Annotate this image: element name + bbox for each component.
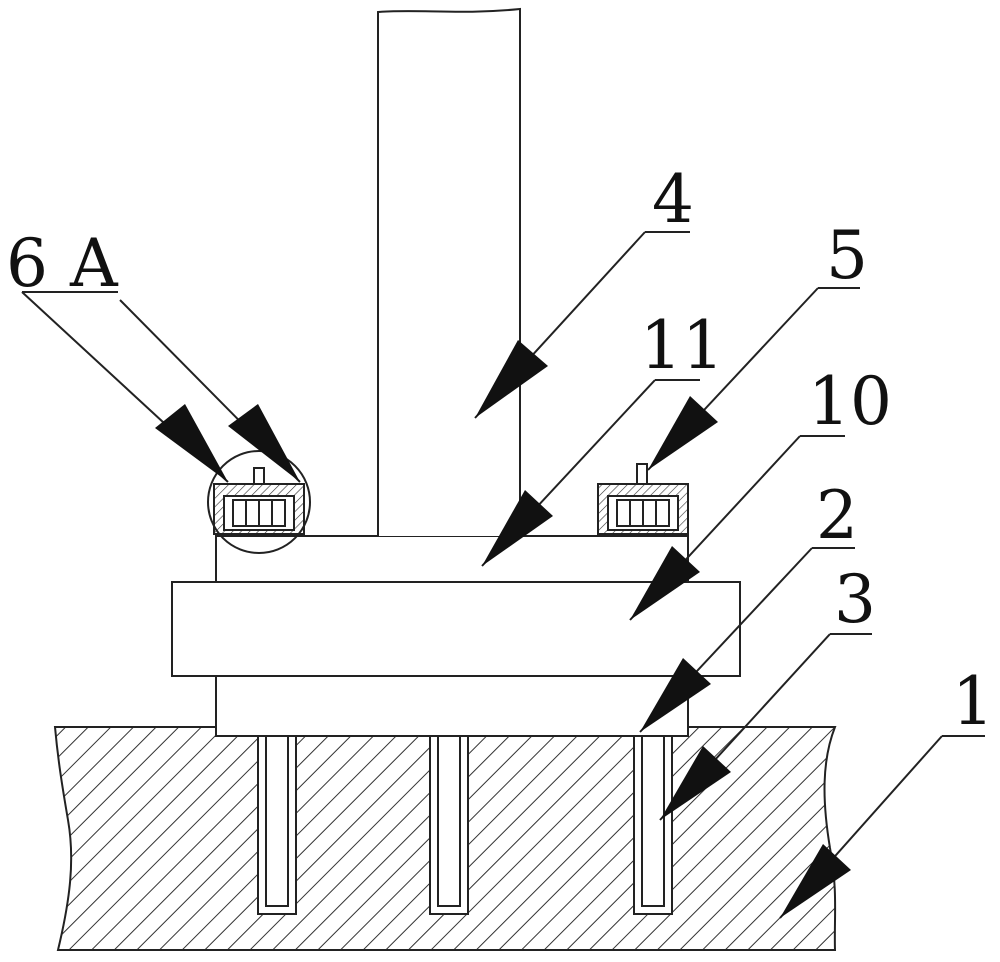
label-4: 4 xyxy=(652,161,694,238)
arrowhead-4 xyxy=(475,340,548,418)
arrowheads xyxy=(155,340,851,918)
label-6: 6 xyxy=(6,225,48,302)
label-3: 3 xyxy=(834,561,876,638)
label-5: 5 xyxy=(826,217,868,294)
label-1: 1 xyxy=(952,663,994,740)
label-a: A xyxy=(69,225,119,302)
arrowhead-3 xyxy=(660,746,731,820)
detail-circle-a xyxy=(207,450,311,554)
base-plate xyxy=(215,675,689,737)
upper-block xyxy=(215,535,689,583)
arrowhead-5 xyxy=(648,396,718,470)
label-11: 11 xyxy=(640,307,724,384)
arrowhead-2 xyxy=(630,546,700,620)
arrowhead-6 xyxy=(155,404,228,482)
arrowhead-1 xyxy=(780,844,851,918)
label-2: 2 xyxy=(816,477,858,554)
bearing-housing-left xyxy=(207,450,311,554)
bearing-housing-right xyxy=(597,463,689,535)
arrowhead-A xyxy=(228,404,300,482)
label-10: 10 xyxy=(808,363,892,440)
arrowhead-11 xyxy=(482,490,553,566)
vertical-column xyxy=(377,7,521,536)
arrowhead-10 xyxy=(640,658,711,732)
